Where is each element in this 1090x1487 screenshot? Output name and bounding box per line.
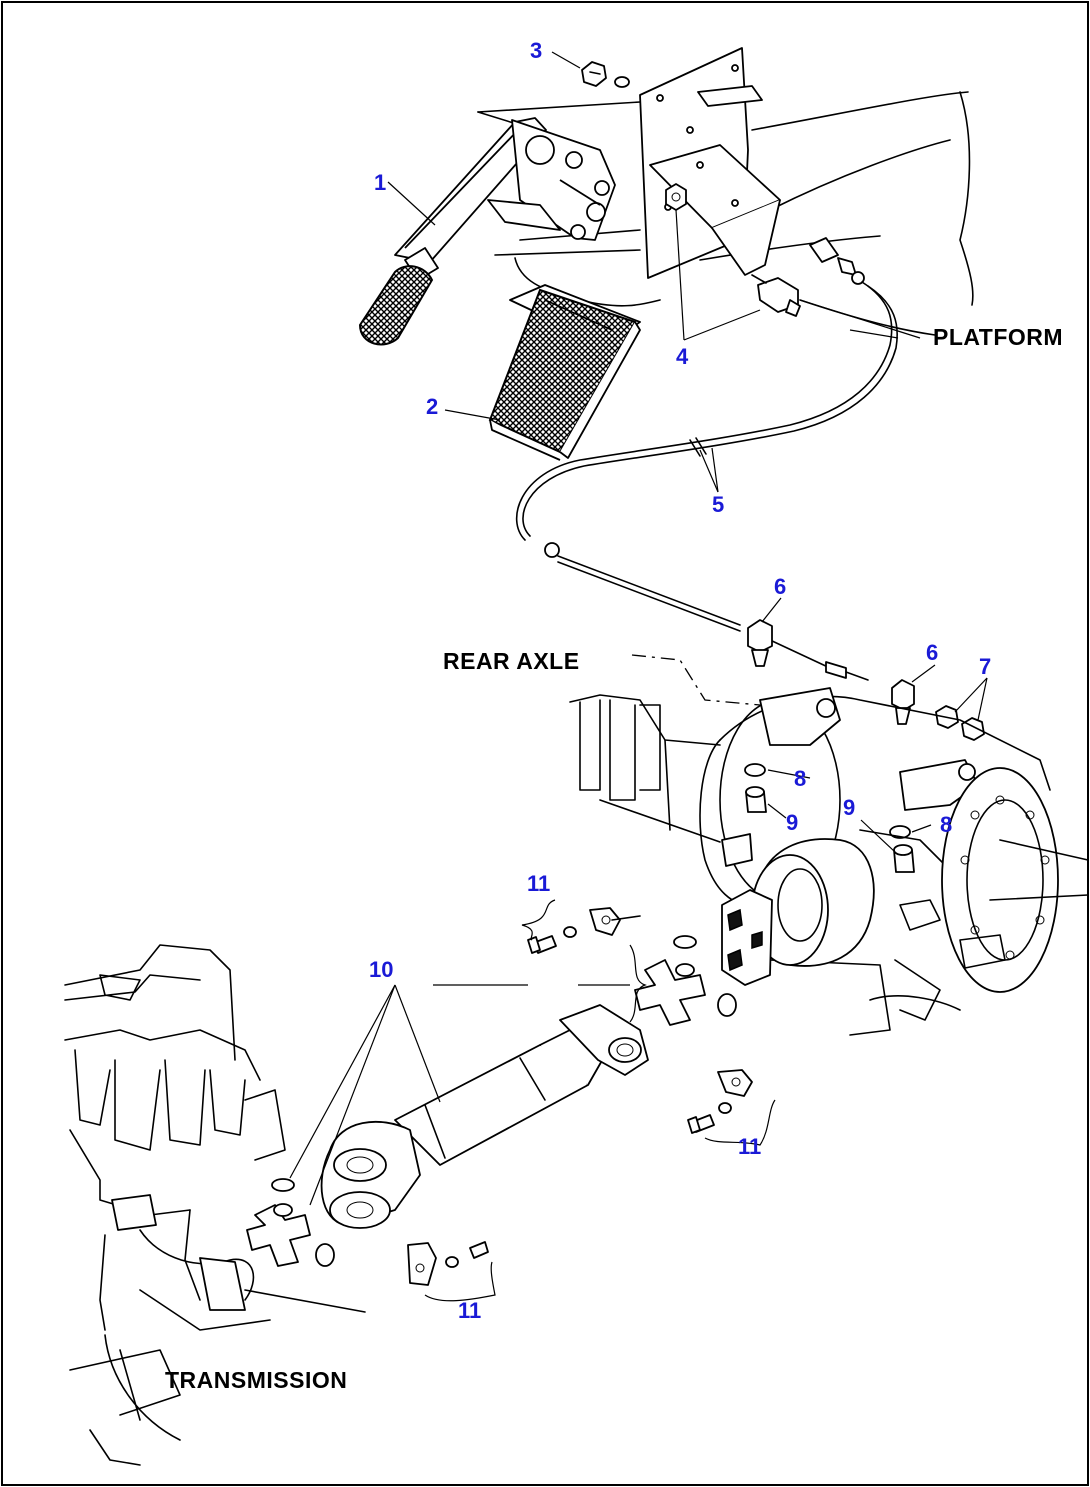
callout-9b: 9 <box>843 795 855 820</box>
callout-4: 4 <box>676 344 689 369</box>
callout-7: 7 <box>979 654 991 679</box>
switch-4 <box>751 274 801 317</box>
callout-11b: 11 <box>738 1134 761 1159</box>
bolt-kit-11-right <box>687 1069 753 1134</box>
pinion-flange <box>721 838 875 986</box>
callout-6b: 6 <box>926 640 938 665</box>
universal-joint-cross-front <box>246 1178 335 1267</box>
callout-11c: 11 <box>458 1298 481 1323</box>
leader-lines <box>289 51 988 1302</box>
rear-axle-housing <box>569 654 1089 1036</box>
parking-brake-lever <box>358 117 616 346</box>
washer-8b <box>889 825 911 839</box>
drive-shaft-10 <box>320 1004 649 1229</box>
control-cable-5 <box>515 237 898 681</box>
universal-joint-cross-rear <box>634 935 737 1026</box>
callout-6a: 6 <box>774 574 786 599</box>
callout-10: 10 <box>369 957 393 982</box>
pedal-bracket-plate <box>639 47 781 279</box>
bolt-kit-11-top <box>527 907 641 954</box>
label-rear-axle: REAR AXLE <box>443 648 580 674</box>
transmission-housing <box>64 944 366 1466</box>
callout-11a: 11 <box>527 871 550 896</box>
nut-washer-3 <box>581 61 630 88</box>
nuts-7 <box>935 705 985 741</box>
label-platform: PLATFORM <box>933 324 1063 350</box>
label-transmission: TRANSMISSION <box>165 1367 347 1393</box>
callout-8b: 8 <box>940 812 952 837</box>
cable-end-6a <box>747 619 773 667</box>
bolt-kit-11-bottom <box>407 1241 489 1286</box>
callout-2: 2 <box>426 394 438 419</box>
callout-3: 3 <box>530 38 542 63</box>
platform-outline <box>477 91 974 336</box>
bushing-9a <box>745 786 767 813</box>
accelerator-pedal <box>488 284 641 461</box>
callout-1: 1 <box>374 170 386 195</box>
callout-8a: 8 <box>794 766 806 791</box>
callout-5: 5 <box>712 492 724 517</box>
washer-8a <box>744 763 766 777</box>
bushing-9b <box>893 844 915 873</box>
cable-end-6b <box>891 679 915 725</box>
callout-9a: 9 <box>786 810 798 835</box>
